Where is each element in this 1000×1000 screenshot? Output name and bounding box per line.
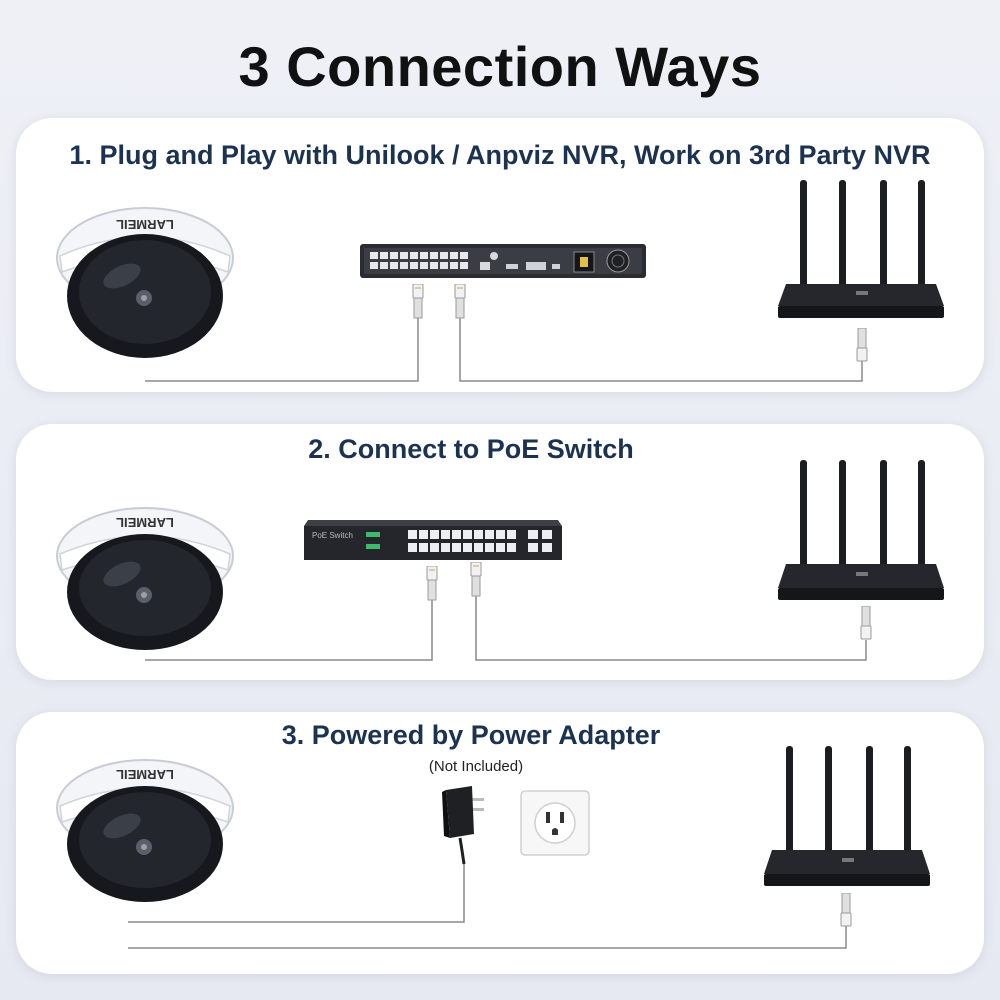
router-icon [776, 176, 946, 322]
not-included-note: (Not Included) [428, 758, 524, 775]
page-title: 3 Connection Ways [238, 35, 762, 98]
switch-label: PoE Switch [312, 531, 353, 540]
panel-title-power-adapter: 3. Powered by Power Adapter [281, 720, 661, 750]
power-adapter-icon [440, 784, 496, 866]
router-icon [762, 742, 932, 890]
nvr-recorder-icon [360, 244, 646, 280]
ethernet-plug-icon [469, 562, 483, 598]
ethernet-plug-icon [425, 566, 439, 602]
ethernet-plug-icon [453, 284, 467, 320]
dome-camera-icon: LARMEIL [52, 500, 238, 652]
camera-brand-text: LARMEIL [116, 515, 174, 530]
wall-outlet-icon [520, 790, 590, 856]
ethernet-plug-icon [411, 284, 425, 320]
camera-brand-text: LARMEIL [116, 217, 174, 232]
poe-switch-icon: PoE Switch [302, 514, 564, 562]
panel-title-poe-switch: 2. Connect to PoE Switch [308, 434, 634, 464]
dome-camera-icon: LARMEIL [52, 752, 238, 904]
panel-title-nvr: 1. Plug and Play with Unilook / Anpviz N… [69, 140, 931, 170]
ethernet-plug-icon [859, 606, 873, 640]
camera-brand-text: LARMEIL [116, 767, 174, 782]
ethernet-plug-icon [855, 328, 869, 362]
dome-camera-icon: LARMEIL [52, 198, 238, 362]
router-icon [776, 456, 946, 604]
ethernet-plug-icon [839, 893, 853, 927]
